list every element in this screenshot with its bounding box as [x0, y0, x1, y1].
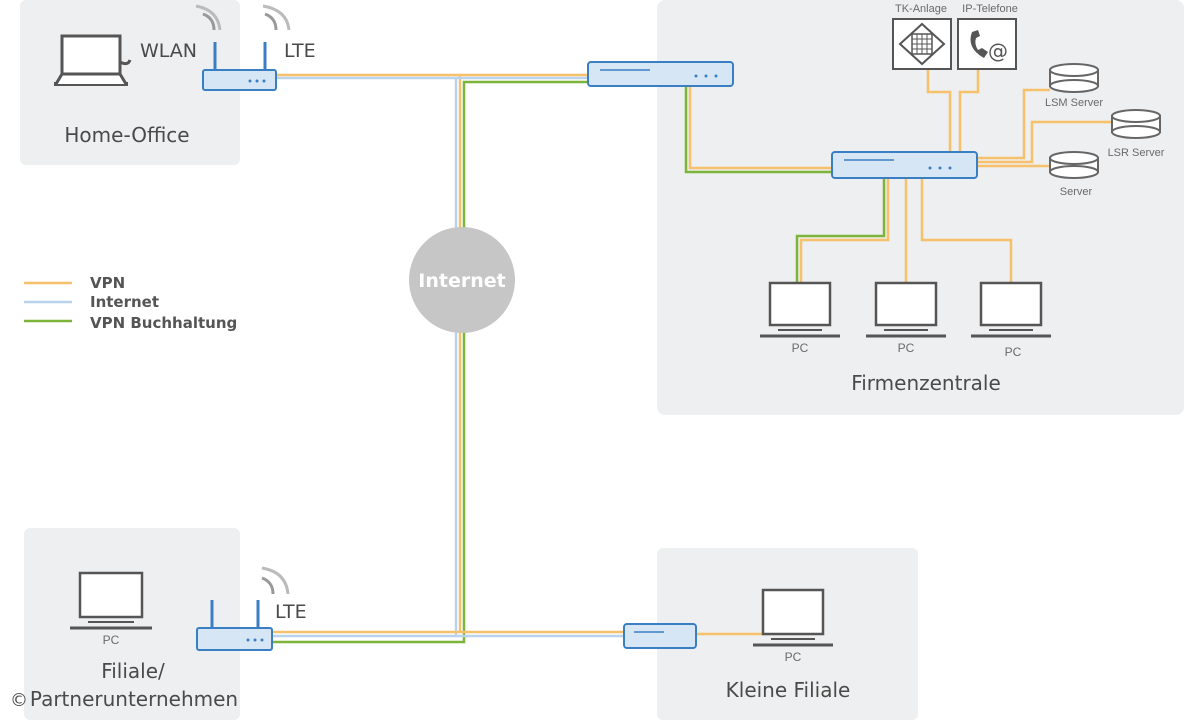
- pc-label: PC: [785, 650, 802, 664]
- server-lsr-icon: [1111, 109, 1161, 139]
- pc-label: PC: [792, 341, 809, 355]
- internet-label: Internet: [418, 270, 505, 292]
- server-lsm-icon: [1049, 63, 1099, 93]
- line-server-lsr: [976, 120, 1112, 164]
- pc-label: PC: [1005, 345, 1022, 359]
- copyright-symbol: ©: [10, 690, 28, 711]
- line-pc1-vpn: [799, 178, 890, 282]
- line-phone: [958, 70, 980, 152]
- filiale-label-line1: Filiale/: [101, 659, 165, 683]
- line-server-lsm: [976, 88, 1050, 160]
- home-office-label: Home-Office: [64, 123, 189, 147]
- pc-label: PC: [898, 341, 915, 355]
- top-switch-icon: [587, 61, 734, 87]
- firmenzentrale-label: Firmenzentrale: [851, 371, 1001, 395]
- ip-phone-icon: @: [957, 18, 1017, 70]
- line-trunk-green: [272, 330, 466, 644]
- legend-label-vpn: VPN: [90, 274, 125, 292]
- lte-home-label: LTE: [284, 40, 316, 62]
- pc-icon: [971, 281, 1051, 338]
- ip-telefone-label: IP-Telefone: [962, 3, 1018, 15]
- line-home-internet: [276, 76, 458, 230]
- filiale-label-line2: Partnerunternehmen: [30, 687, 238, 711]
- tk-anlage-label: TK-Anlage: [895, 3, 947, 15]
- line-pc1-green: [795, 178, 886, 282]
- svg-text:@: @: [988, 39, 1008, 63]
- tk-anlage-icon: [892, 18, 952, 70]
- line-pc3-vpn: [920, 178, 1013, 282]
- line-central-green: [684, 86, 832, 174]
- pc-icon: [70, 571, 152, 630]
- pc-icon: [760, 281, 840, 338]
- line-central-vpn: [688, 86, 832, 170]
- line-home-vpn: [276, 73, 462, 230]
- kleine-filiale-switch-icon: [623, 623, 697, 649]
- central-switch-icon: [831, 151, 978, 179]
- wlan-label: WLAN: [140, 40, 197, 62]
- connection-lines: [272, 70, 1112, 644]
- line-top-green: [462, 80, 588, 230]
- home-router-icon: [195, 4, 291, 91]
- internet-cloud: [409, 227, 515, 333]
- filiale-router-icon: [196, 566, 290, 651]
- server-icon: [1049, 151, 1099, 179]
- legend: VPN Internet VPN Buchhaltung: [24, 274, 237, 332]
- laptop-icon: [54, 34, 132, 86]
- lsm-server-label: LSM Server: [1045, 97, 1103, 109]
- pc-label: PC: [103, 633, 120, 647]
- legend-label-internet: Internet: [90, 293, 159, 311]
- kleine-filiale-label: Kleine Filiale: [726, 678, 851, 702]
- filiale-panel: [24, 528, 240, 720]
- server-label: Server: [1060, 186, 1093, 198]
- lte-filiale-label: LTE: [275, 601, 307, 623]
- lsr-server-label: LSR Server: [1108, 147, 1165, 159]
- line-tk: [926, 70, 952, 152]
- pc-icon: [866, 281, 946, 338]
- legend-label-vpn-buchhaltung: VPN Buchhaltung: [90, 314, 237, 332]
- pc-icon: [753, 588, 833, 647]
